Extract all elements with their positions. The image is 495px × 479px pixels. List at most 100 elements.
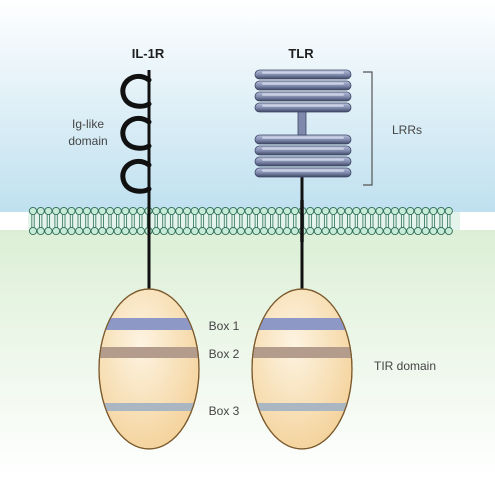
ig-like-loop-1 [120,73,152,109]
tlr-box3-band [252,403,352,411]
lrr-disc [254,156,352,167]
lipid-head [175,226,184,236]
lipid-head [444,226,453,236]
lipid-head [290,226,299,236]
lipid-head [198,206,207,216]
lipid-head [329,206,338,216]
lipid-head [59,226,68,236]
il1r-receptor [120,70,152,292]
lipid-head [175,206,184,216]
lipid-head [329,226,338,236]
lipid-head [67,226,76,236]
tlr-receptor [254,69,352,292]
lipid-head [98,226,107,236]
lipid-head [229,226,238,236]
lipid-head [190,206,199,216]
lipid-head [259,226,269,236]
lipid-head [136,226,145,236]
lipid-head [52,206,61,216]
lipid-head [421,226,430,236]
lipid-head [206,226,215,236]
lipid-head [213,226,222,236]
lrr-disc [254,134,352,145]
il1r-label: IL-1R [132,46,165,61]
lipid-head [375,226,384,236]
lrr-disc [254,102,352,113]
lipid-head [429,206,438,216]
lrr-disc [254,91,352,102]
lipid-head [52,226,61,236]
lipid-tails [31,213,451,229]
lipid-head [367,226,376,236]
lrrs-bracket [363,71,373,186]
lrrs-label: LRRs [392,123,422,137]
lipid-head [437,206,446,216]
lipid-head [229,206,238,216]
lipid-head [129,226,138,236]
lipid-head [213,206,222,216]
lipid-head [336,206,346,216]
lipid-head [352,226,361,236]
lipid-head [259,206,269,216]
lipid-head [59,206,68,216]
lipid-head [313,206,322,216]
lipid-head [182,226,192,236]
lipid-head [90,226,99,236]
cytoplasm-region [0,230,495,479]
lipid-head [28,206,38,216]
lipid-head [90,206,99,216]
lipid-heads [28,206,453,236]
lipid-head [252,206,261,216]
tlr-box2-band [252,347,352,358]
lipid-head [336,226,346,236]
lrr-disc [254,80,352,91]
lipid-head [275,206,284,216]
il1r-box3-band [99,403,199,411]
box2-label: Box 2 [209,347,240,361]
lipid-head [98,206,107,216]
lipid-head [159,226,168,236]
lipid-head [190,226,199,236]
box3-label: Box 3 [209,404,240,418]
lipid-head [206,206,215,216]
lipid-head [75,206,84,216]
lipid-head [113,226,122,236]
lipid-head [313,226,322,236]
lipid-head [152,226,161,236]
lipid-head [367,206,376,216]
lipid-head [360,206,369,216]
box1-label: Box 1 [209,319,240,333]
lipid-head [406,206,415,216]
il1r-tir-body [98,288,200,450]
ig-like-label-line2: domain [68,134,107,148]
lipid-head [182,206,192,216]
lipid-head [429,226,438,236]
lipid-head [82,226,91,236]
lipid-head [44,226,53,236]
lrr-disc [254,145,352,156]
lipid-head [82,206,91,216]
lipid-head [421,206,430,216]
lipid-head [159,206,168,216]
lipid-head [198,226,207,236]
lipid-head [221,206,230,216]
lipid-head [36,206,45,216]
lipid-head [44,206,53,216]
lipid-head [283,206,292,216]
lipid-head [167,206,176,216]
il1r-box2-band [99,347,199,358]
lipid-head [344,226,353,236]
lrr-stack [254,69,352,178]
extracellular-region [0,0,495,212]
lipid-head [113,206,122,216]
lipid-head [437,226,446,236]
lipid-head [283,226,292,236]
lipid-head [152,206,161,216]
tlr-label: TLR [288,46,314,61]
lipid-head [306,206,315,216]
lipid-head [221,226,230,236]
ig-like-loop-2 [120,115,152,151]
lrr-disc [254,69,352,80]
lipid-head [129,206,138,216]
